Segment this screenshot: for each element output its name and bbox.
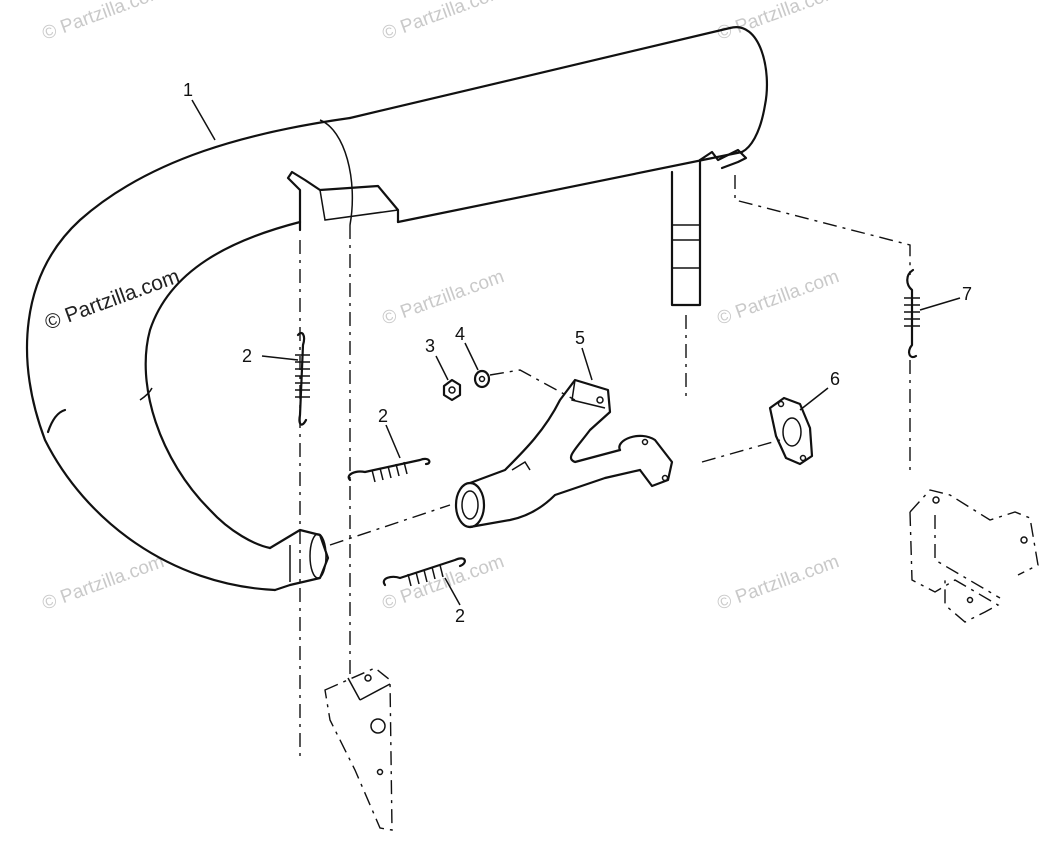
callout-y-pipe: 5 — [575, 328, 585, 348]
callout-spring-right: 7 — [962, 284, 972, 304]
callout-muffler: 1 — [183, 80, 193, 100]
washer — [473, 369, 491, 389]
gasket — [768, 396, 814, 466]
callout-nut: 3 — [425, 336, 435, 356]
spring-lower — [382, 557, 466, 587]
watermark: © Partzilla.com — [40, 551, 167, 615]
mount-bracket-left — [324, 667, 393, 831]
watermark: © Partzilla.com — [40, 0, 167, 45]
watermark: © Partzilla.com — [715, 266, 842, 330]
watermark: © Partzilla.com — [380, 0, 507, 45]
spring-right — [904, 268, 920, 359]
callout-spring-lower: 2 — [455, 606, 465, 626]
muffler-assembly — [25, 26, 769, 592]
spring-middle — [347, 457, 431, 483]
watermark: © Partzilla.com — [380, 266, 507, 330]
watermark: © Partzilla.com — [715, 0, 842, 45]
spring-upper-left — [295, 331, 310, 426]
nut — [442, 378, 462, 402]
callout-spring-upper-left: 2 — [242, 346, 252, 366]
assembly-guide-lines — [299, 175, 911, 760]
watermark: © Partzilla.com — [715, 551, 842, 615]
watermark-dark: © Partzilla.com — [42, 265, 183, 335]
callout-gasket: 6 — [830, 369, 840, 389]
watermark: © Partzilla.com — [380, 551, 507, 615]
callout-washer: 4 — [455, 324, 465, 344]
callout-spring-middle: 2 — [378, 406, 388, 426]
y-pipe — [454, 378, 674, 529]
callout-labels: 1 2 2 2 3 4 5 6 7 — [183, 80, 972, 626]
mount-bracket-right — [909, 489, 1039, 623]
leader-lines — [191, 99, 961, 606]
